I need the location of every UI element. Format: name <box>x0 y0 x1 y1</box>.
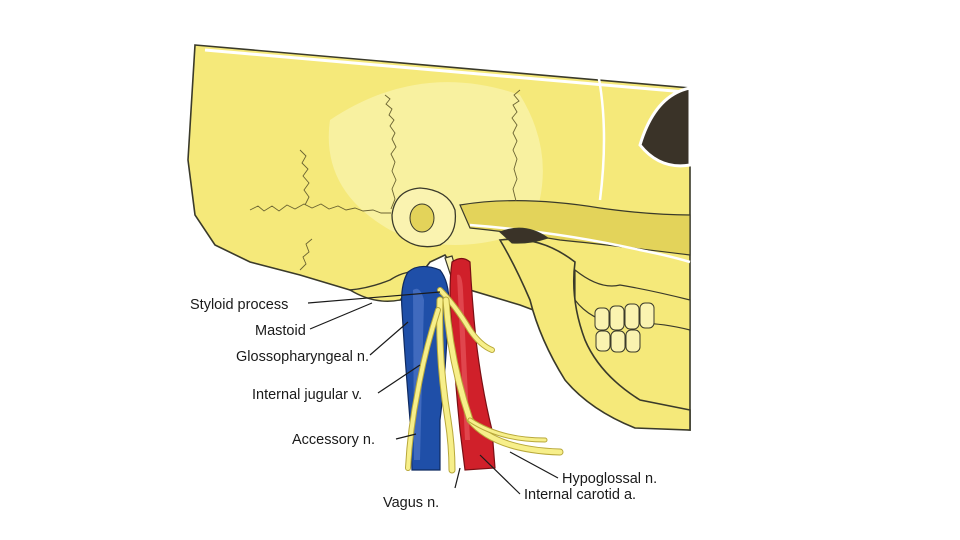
label-styloid-process: Styloid process <box>190 297 288 313</box>
label-internal-jugular: Internal jugular v. <box>252 387 362 403</box>
label-hypoglossal: Hypoglossal n. <box>562 471 657 487</box>
label-glossopharyngeal: Glossopharyngeal n. <box>236 349 369 365</box>
label-accessory: Accessory n. <box>292 432 375 448</box>
label-vagus: Vagus n. <box>383 495 439 511</box>
label-internal-carotid: Internal carotid a. <box>524 487 636 503</box>
label-mastoid: Mastoid <box>255 323 306 339</box>
ear-canal <box>410 204 434 232</box>
